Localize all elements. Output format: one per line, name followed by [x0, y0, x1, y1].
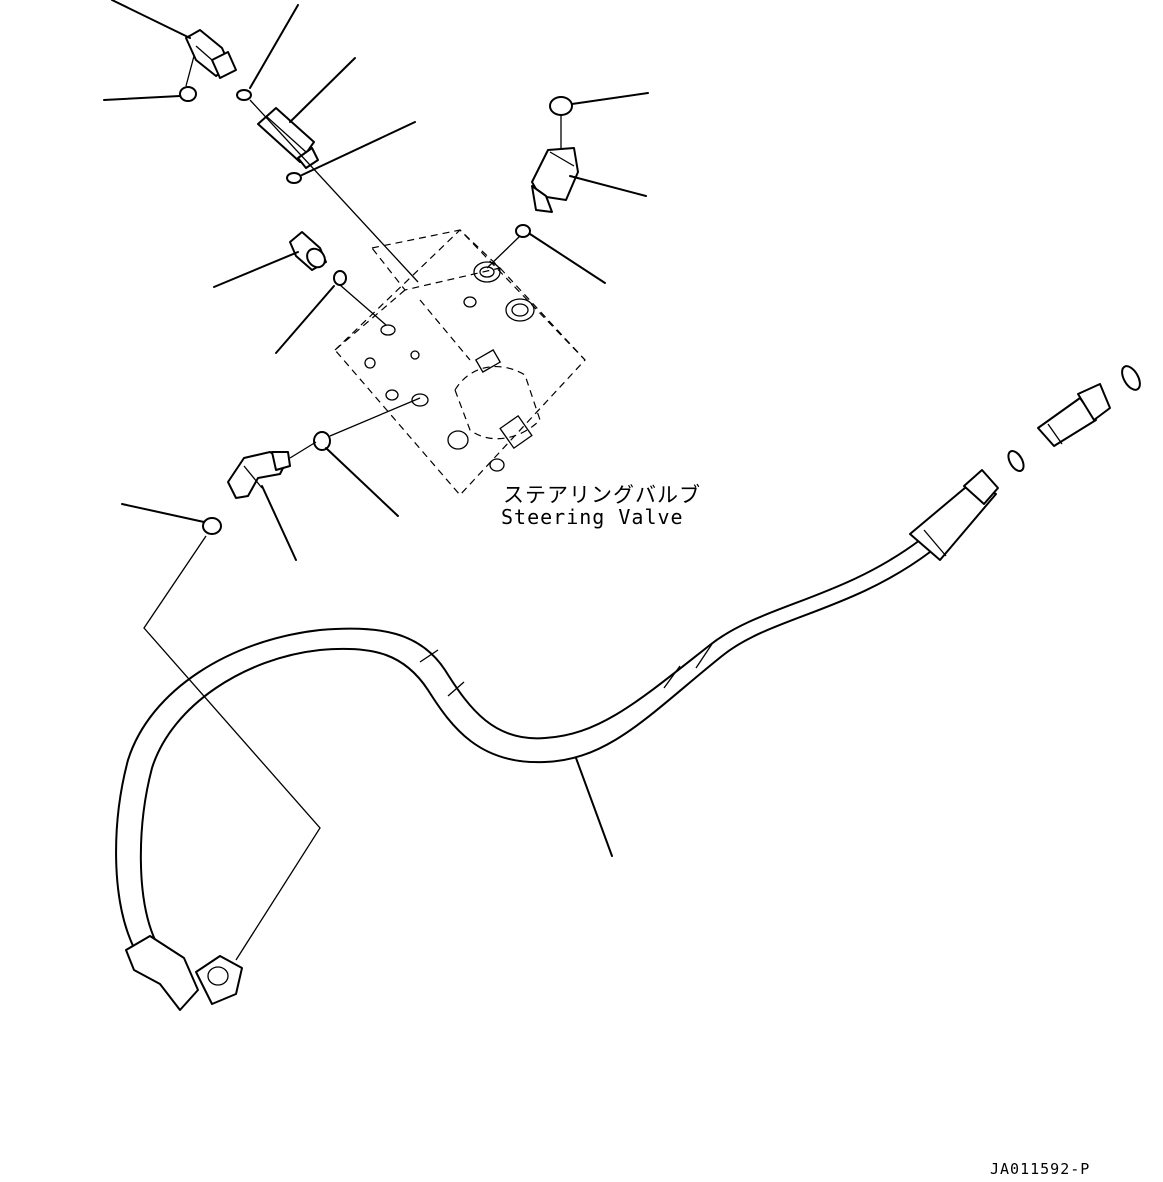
- hose: [115, 469, 999, 1011]
- leader-line: [569, 175, 647, 197]
- cap: [549, 96, 573, 116]
- leader-line: [301, 121, 416, 176]
- drawing-number: JA011592-P: [990, 1160, 1091, 1178]
- leader-line: [529, 233, 606, 284]
- component-label-en: Steering Valve: [501, 505, 684, 529]
- elbow-fitting-bottom: [227, 451, 291, 499]
- assembly-line: [143, 535, 321, 961]
- assembly-line: [486, 235, 521, 269]
- assembly-line: [339, 284, 387, 326]
- connector-fitting: [1037, 383, 1111, 447]
- component-label-jp: ステアリングバルブ: [503, 483, 701, 507]
- leader-line: [325, 447, 399, 517]
- leader-line: [185, 55, 195, 87]
- assembly-line: [329, 397, 421, 437]
- o-ring: [1121, 365, 1141, 391]
- leader-line: [249, 4, 299, 89]
- leader-line: [121, 503, 205, 523]
- leader-line: [571, 92, 649, 105]
- o-ring: [236, 89, 252, 101]
- leader-line: [275, 285, 335, 354]
- assembly-line: [249, 99, 419, 283]
- leader-line: [213, 251, 299, 288]
- assembly-line: [289, 441, 317, 459]
- leader-line: [575, 757, 613, 857]
- plug-fitting: [289, 231, 327, 271]
- elbow-fitting-top: [185, 29, 237, 79]
- leader-line: [103, 95, 181, 101]
- leader-line: [111, 0, 191, 39]
- o-ring: [1007, 450, 1025, 472]
- adapter-fitting: [257, 107, 319, 169]
- steering-valve-block: [334, 229, 586, 496]
- o-ring: [313, 431, 331, 451]
- leader-line: [289, 57, 356, 123]
- o-ring: [179, 86, 197, 102]
- o-ring: [515, 224, 531, 238]
- o-ring: [202, 517, 222, 535]
- o-ring: [333, 270, 347, 286]
- o-ring: [286, 172, 302, 184]
- elbow-fitting-right: [531, 147, 579, 213]
- leader-line: [261, 485, 297, 561]
